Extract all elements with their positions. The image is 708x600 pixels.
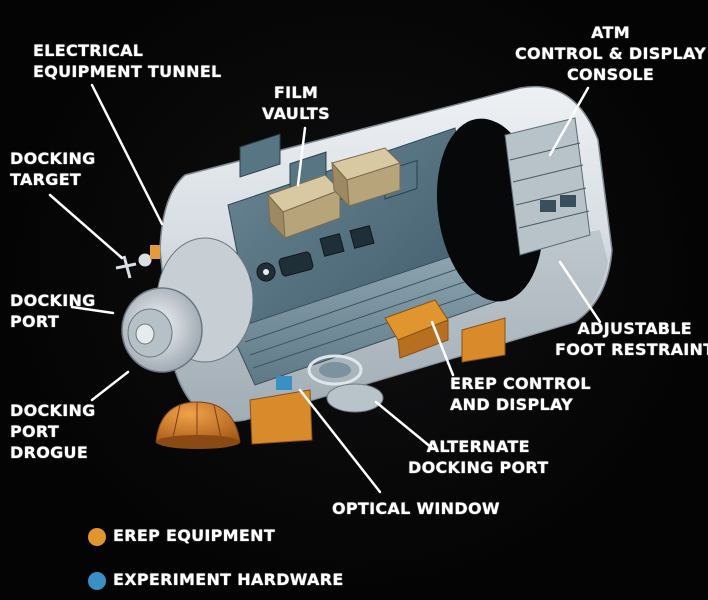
docking-target [115, 245, 160, 279]
label-alternate-docking-port: ALTERNATE DOCKING PORT [408, 437, 549, 477]
legend-label-experiment: EXPERIMENT HARDWARE [113, 570, 344, 589]
label-atm-control-display-console: ATM CONTROL & DISPLAY CONSOLE [515, 23, 707, 84]
docking-port-drogue [155, 401, 241, 449]
label-erep-control-and-display: EREP CONTROL AND DISPLAY [450, 374, 591, 414]
erep-equipment-blocks [249, 299, 506, 445]
label-docking-target: DOCKING TARGET [10, 149, 96, 189]
legend-label-erep: EREP EQUIPMENT [113, 526, 276, 545]
atm-console-panels [504, 117, 591, 256]
leader-lines [48, 83, 602, 494]
label-electrical-equipment-tunnel: ELECTRICAL EQUIPMENT TUNNEL [33, 41, 222, 81]
legend-swatch-erep [88, 528, 106, 546]
legend-swatch-experiment [88, 572, 106, 590]
label-docking-port-drogue: DOCKING PORT DROGUE [10, 401, 96, 462]
docking-port-assembly [121, 237, 254, 373]
label-film-vaults: FILM VAULTS [262, 83, 330, 123]
label-adjustable-foot-restraint: ADJUSTABLE FOOT RESTRAINT [555, 319, 708, 359]
film-vault-boxes [267, 147, 401, 240]
label-optical-window: OPTICAL WINDOW [332, 499, 500, 518]
label-docking-port: DOCKING PORT [10, 291, 96, 331]
